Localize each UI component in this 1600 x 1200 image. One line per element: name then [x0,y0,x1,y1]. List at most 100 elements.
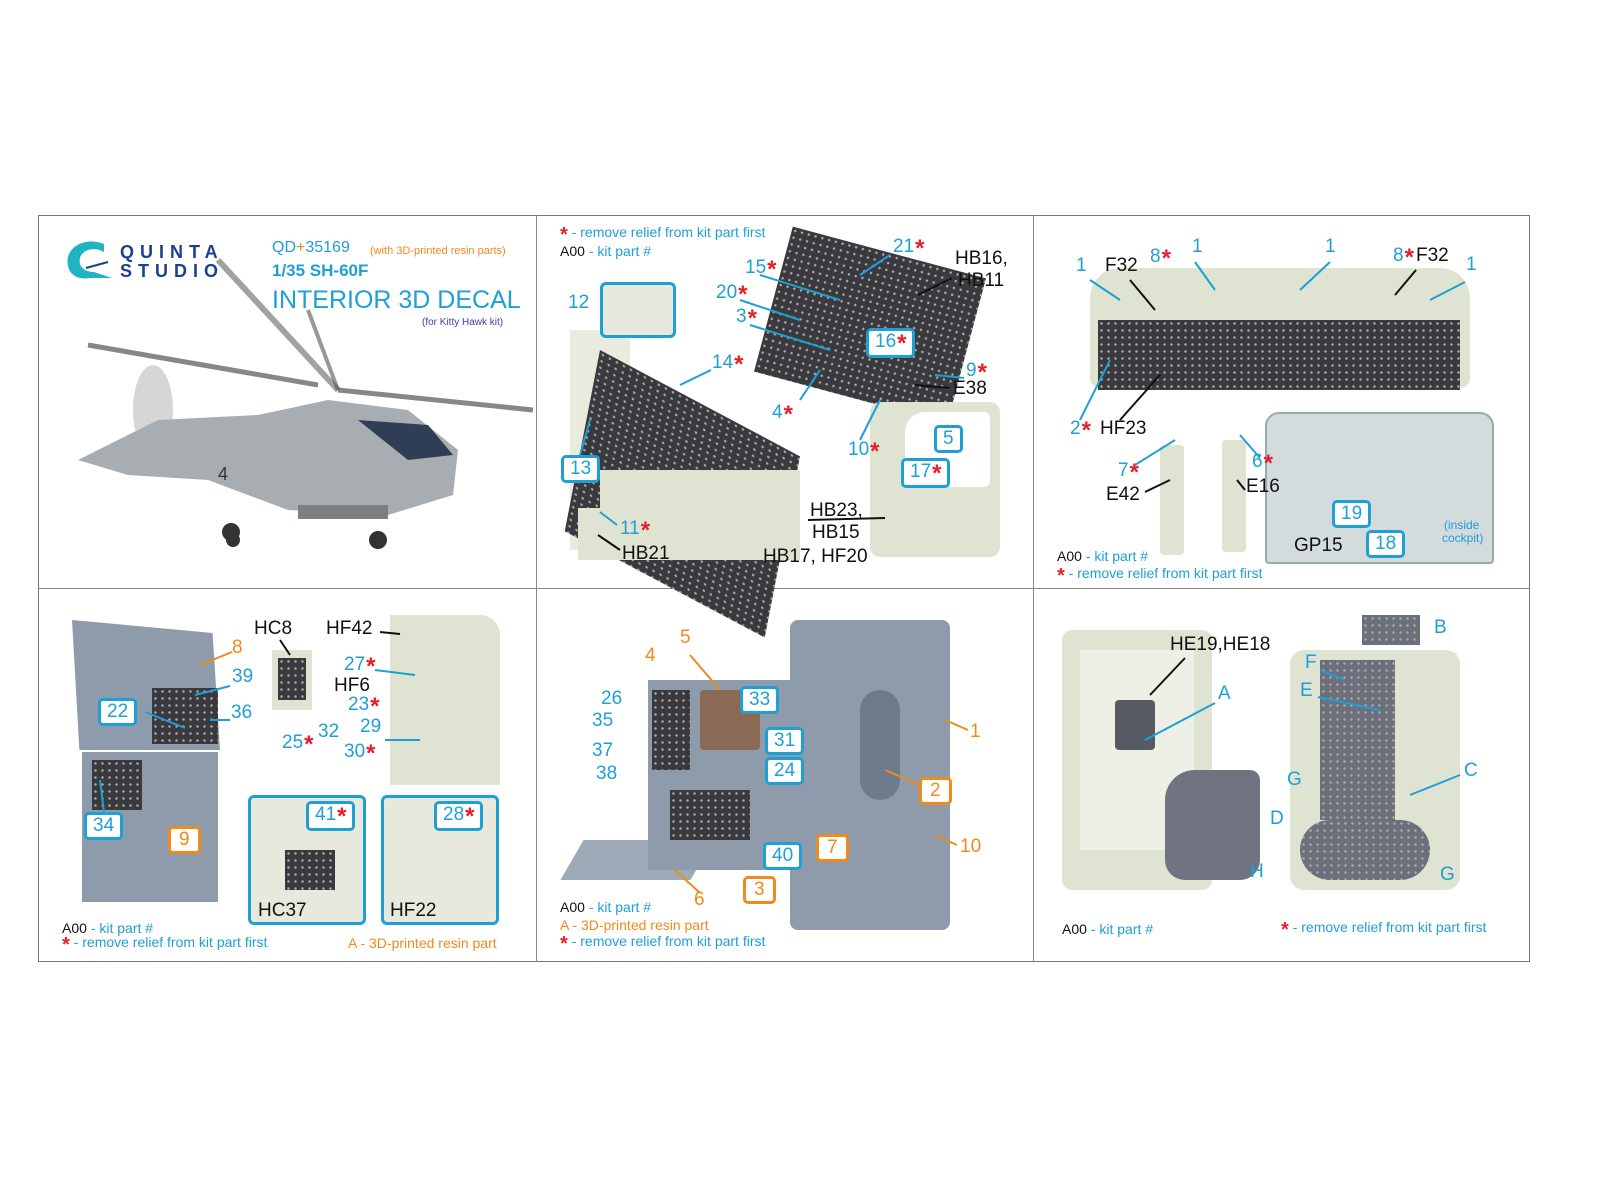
callout: 15 [745,258,776,280]
callout-boxed: 16 [866,328,916,358]
callout: 36 [231,702,253,723]
kit-part-label: HE19,HE18 [1170,634,1271,655]
resin-callout-boxed: 3 [743,876,776,904]
callout: 8 [1150,247,1171,269]
legend-remove-relief: * - remove relief from kit part first [1057,565,1263,587]
hc37-decal [285,850,335,890]
cabinet-recess [860,690,900,800]
legend-remove-relief: * - remove relief from kit part first [62,934,268,956]
kit-part-label: HB15 [812,522,860,543]
kit-part-label: E16 [1246,476,1280,497]
kit-part-label: HC8 [254,618,293,639]
callout: 27 [344,655,375,677]
resin-callout: 4 [645,645,656,666]
scale-model: 1/35 SH-60F [272,261,369,280]
resin-note: (with 3D-printed resin parts) [370,245,506,257]
callout: H [1250,861,1264,882]
note: (inside [1444,518,1480,532]
kit-part-label: F32 [1105,255,1138,276]
callout: 1 [1466,254,1477,275]
helicopter-image: 4 [78,257,534,549]
shelf-image [560,840,714,880]
kit-part-label: HF6 [334,675,370,696]
callout-boxed: 31 [765,727,805,755]
inset-detail [600,282,676,338]
star-icon: * [1057,565,1065,587]
callout: 8 [1393,246,1414,268]
kit-part-label: HB23, [810,500,863,521]
callout: 29 [360,716,382,737]
callout: 4 [772,403,793,425]
callout: E [1300,680,1313,701]
resin-callout-boxed: 7 [816,834,849,862]
code-plus: + [296,239,306,256]
legend-kit-part: A00 - kit part # [560,243,652,259]
decal-keyboard [670,790,750,840]
callout-boxed: 13 [561,455,601,483]
callout: 9 [966,361,987,383]
legend-resin-part: A - 3D-printed resin part [348,935,497,951]
code-number: 35169 [305,239,350,256]
callout: 1 [1192,236,1203,257]
callout-boxed: 40 [763,842,803,870]
callout: 20 [716,283,747,305]
star-icon: * [560,224,568,246]
resin-callout-boxed: 9 [168,826,201,854]
kit-part-label: GP15 [1294,535,1343,556]
small-part-image [578,508,604,560]
instrument-panel-image [1098,320,1460,390]
cabinet-panel [92,760,142,810]
kit-part-label: HB17, HF20 [763,546,868,567]
resin-callout: 10 [960,836,982,857]
collective-image [1222,440,1246,552]
resin-callout: 1 [970,721,981,742]
callout: 38 [596,763,618,784]
callout: 30 [344,742,375,764]
hf42-part-image [390,615,500,785]
callout: 39 [232,666,254,687]
legend-remove-relief: * - remove relief from kit part first [1281,919,1487,941]
callout-boxed: 19 [1332,500,1372,528]
kit-part-label: HB21 [622,543,670,564]
svg-text:4: 4 [218,464,228,484]
kit-part-label: HC37 [258,900,307,921]
callout: 1 [1076,255,1087,276]
resin-callout-boxed: 2 [919,777,952,805]
product-title: INTERIOR 3D DECAL [272,286,521,314]
legend-kit-part: A00 - kit part # [560,899,652,915]
callout: C [1464,760,1478,781]
callout: 11 [620,519,650,541]
kit-part-label: E42 [1106,484,1140,505]
callout-boxed: 22 [98,698,138,726]
callout-boxed: 34 [84,812,124,840]
legend-remove-relief: * - remove relief from kit part first [560,224,766,246]
callout: 3 [736,307,757,329]
resin-callout: 6 [694,889,705,910]
callout: A [1218,683,1231,704]
brand-name-line1: QUINTA [120,242,224,262]
callout: 6 [1252,452,1273,474]
legend-resin-part: A - 3D-printed resin part [560,917,709,933]
kit-part-label: HF42 [326,618,373,639]
callout: 2 [1070,419,1091,441]
legend-kit-part: A00 - kit part # [1057,548,1149,564]
callout-boxed: 41 [306,801,356,831]
callout: D [1270,808,1284,829]
decal-panel [652,690,690,770]
callout: F [1305,652,1317,673]
callout: 37 [592,740,614,761]
callout-boxed: 18 [1366,530,1406,558]
kit-part-label: HF22 [390,900,437,921]
resin-callout: 5 [680,627,691,648]
callout: 1 [1325,236,1336,257]
callout: 25 [282,733,313,755]
callout: B [1434,617,1447,638]
callout: 35 [592,710,614,731]
brand-name-line2: STUDIO [120,261,225,281]
headrest-decal [1362,615,1420,645]
callout: 14 [712,353,743,375]
callout-boxed: 24 [765,757,805,785]
kit-part-label: HB16, [955,248,1008,269]
callout: 21 [893,237,924,259]
callout: G [1287,769,1302,790]
